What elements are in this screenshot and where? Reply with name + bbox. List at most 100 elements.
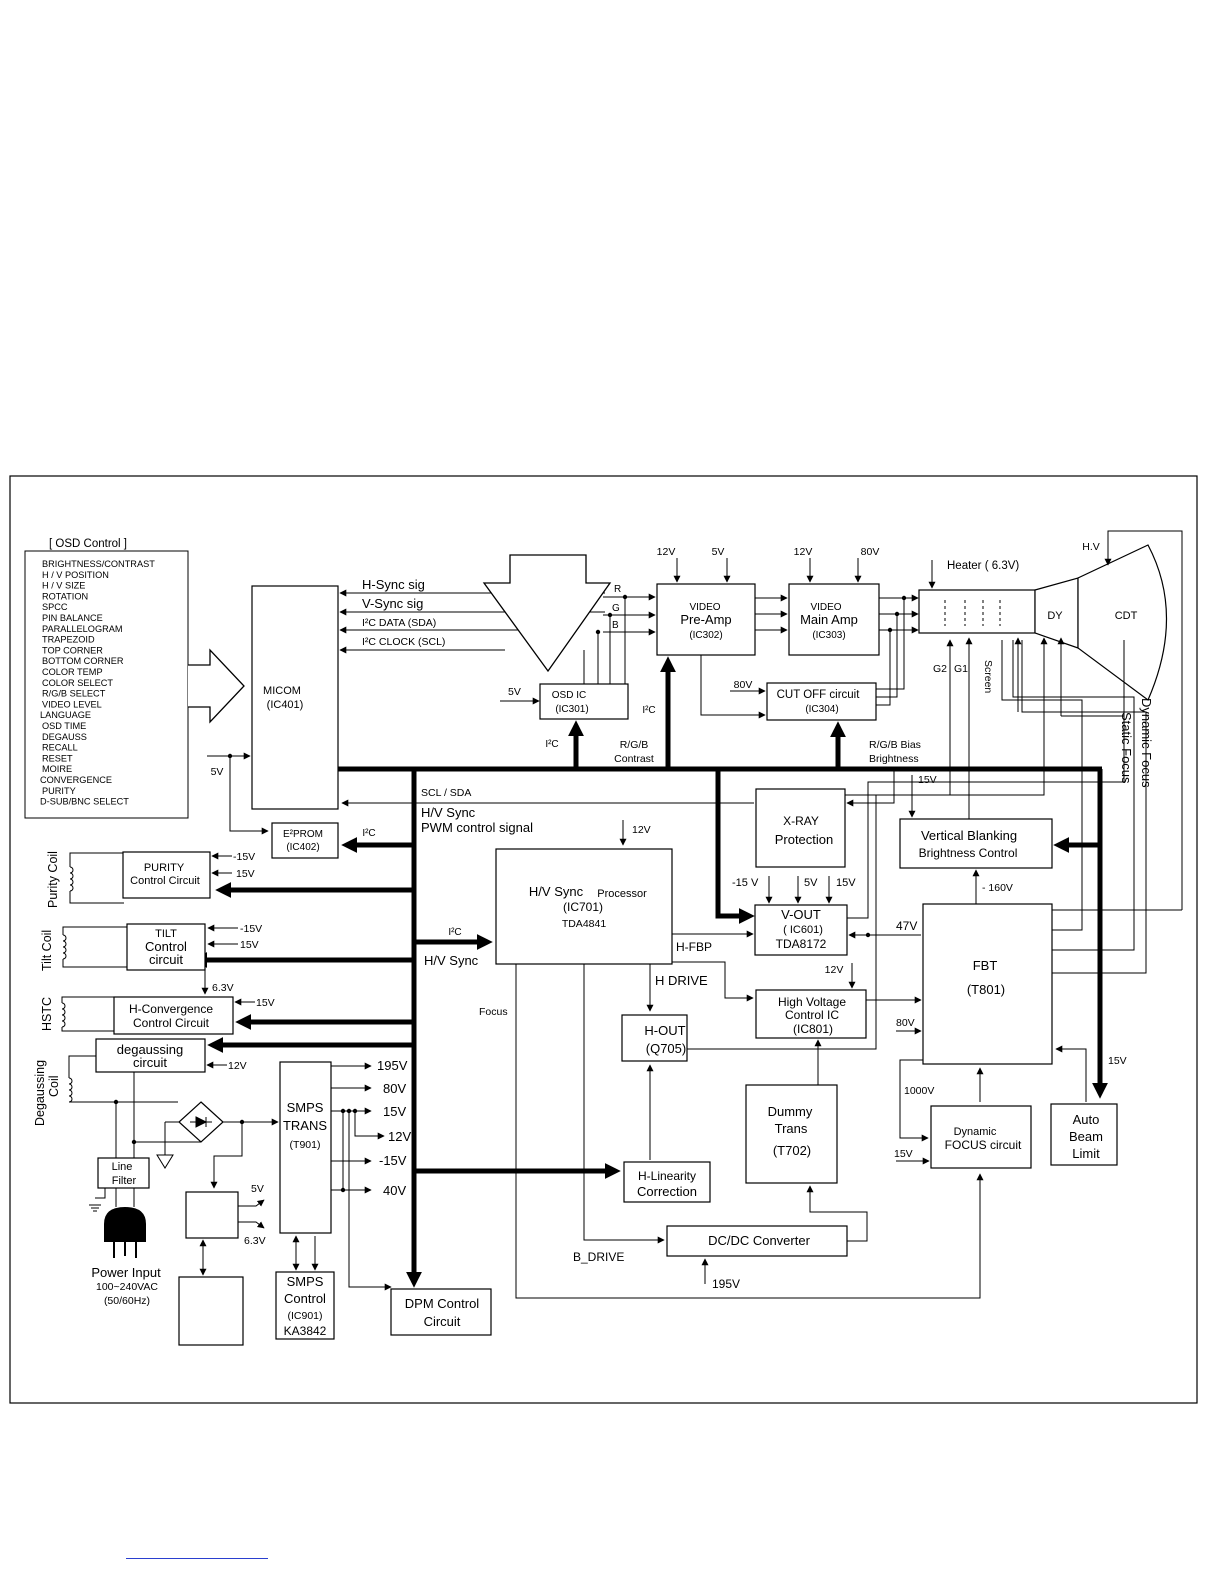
wire [210,1122,243,1189]
ground-symbol [89,1204,101,1212]
crt-neck [918,589,1036,634]
wire [847,640,1125,919]
smps-ctrl-label: SMPS [287,1274,324,1289]
osd-item: D-SUB/BNC SELECT [40,797,129,807]
hconv-15v: 15V [256,997,275,1009]
h-out-label: H-OUT [644,1023,685,1038]
tilt-block [126,923,206,971]
dcdc-195v: 195V [712,1277,740,1291]
xray-label: X-RAY [783,814,819,828]
g-label: G [612,603,620,614]
purity-m15v: -15V [233,851,255,863]
osd-item: VIDEO LEVEL [42,699,102,709]
osd-item: MOIRE [42,764,72,774]
hv-sync-pwm-label: H/V Sync [421,805,476,820]
osd-ic-block [539,683,629,720]
tilt-coil-icon [62,934,67,960]
tilt-sub: Control [145,939,187,954]
vblank-sub: Brightness Control [919,846,1018,860]
g1-label: G1 [954,663,968,675]
hconv-sub: Control Circuit [133,1016,210,1030]
osd-item: TRAPEZOID [42,635,95,645]
hvctrl-label: High Voltage [778,995,846,1009]
smps-195v: 195V [377,1058,408,1073]
mainamp-id: (IC303) [812,630,845,641]
wire [846,769,895,807]
wire [238,1199,265,1207]
wire [1055,1045,1087,1102]
smps-trans-block [279,1061,332,1234]
osd-item: BRIGHTNESS/CONTRAST [42,559,155,569]
eeprom-label: E²PROM [283,829,323,840]
i2c-osd-label: I²C [545,739,558,750]
wire [68,1055,96,1078]
footer-link-underline[interactable] [126,1558,268,1559]
hv-control-block [755,989,867,1039]
wire [62,959,127,968]
smps-trans-label: SMPS [287,1100,324,1115]
screen-label: Screen [982,660,994,693]
osd-item: SPCC [42,602,68,612]
cutoff-label: CUT OFF circuit [777,689,861,701]
osd-item: R/G/B SELECT [42,689,106,699]
h-lin-label: H-Linearity [638,1169,696,1183]
wire [238,1221,265,1229]
degauss-block [95,1038,206,1073]
fbt-id: (T801) [967,982,1005,997]
wire [876,614,898,698]
i2c-preamp-label: I²C [642,705,655,716]
power-input-voltage: 100~240VAC [96,1281,158,1293]
line-filter-label: Line [112,1161,133,1173]
reg-5v: 5V [251,1183,264,1195]
v-out-block [754,904,848,956]
dcdc-label: DC/DC Converter [708,1233,811,1248]
tilt-6-3v: 6.3V [212,982,234,994]
purity-coil-label: Purity Coil [46,851,60,908]
ground-wire [95,1188,106,1199]
eeprom-id: (IC402) [286,842,319,853]
osd-item: ROTATION [42,591,88,601]
tilt-m15v: -15V [240,923,262,935]
abl-sub-2: Limit [1072,1146,1100,1161]
osd-item: COLOR SELECT [42,678,113,688]
i2c-clock-label: I²C CLOCK (SCL) [362,636,445,648]
purity-coil-icon [69,866,74,892]
wire [229,756,269,835]
hvctrl-id: (IC801) [793,1022,833,1036]
osd-item: PIN BALANCE [42,613,103,623]
power-input-label: Power Input [91,1265,161,1280]
wire [1021,640,1147,974]
smps-control-block [275,1271,335,1340]
preamp-5v: 5V [712,546,725,558]
smps-trans-id: (T901) [290,1139,321,1151]
rgb-bias-label: R/G/B Bias [869,739,921,751]
wire [62,926,127,935]
wire [69,852,124,867]
dpm-sub: Circuit [424,1314,461,1329]
abl-15v: 15V [1108,1055,1127,1067]
vblank-m160v: - 160V [982,882,1013,894]
degauss-12v: 12V [228,1060,247,1072]
bdrive-wire [583,964,665,1244]
micom-5v: 5V [211,766,224,778]
dummy-id: (T702) [773,1143,811,1158]
preamp-label: VIDEO [689,602,720,613]
vblank-block [899,818,1053,869]
h-linearity-block [623,1161,711,1203]
vout-15v: 15V [836,877,856,889]
hv-label: H.V [1082,541,1100,553]
degaussing-coil-label: Degaussing [33,1060,47,1126]
smps-trans-sub: TRANS [283,1118,327,1133]
node-dot [131,1139,137,1145]
osd-big-arrow [188,648,245,724]
tilt-coil-label: Tilt Coil [40,930,54,971]
fbt-label: FBT [973,958,998,973]
osd-ic-id: (IC301) [555,704,588,715]
osd-item: COLOR TEMP [42,667,103,677]
smps-12v: 12V [388,1129,411,1144]
h-out-id: (Q705) [646,1041,686,1056]
osd-item: H / V SIZE [42,581,85,591]
smps-m15v: -15V [379,1153,407,1168]
mainamp-label: VIDEO [810,602,841,613]
